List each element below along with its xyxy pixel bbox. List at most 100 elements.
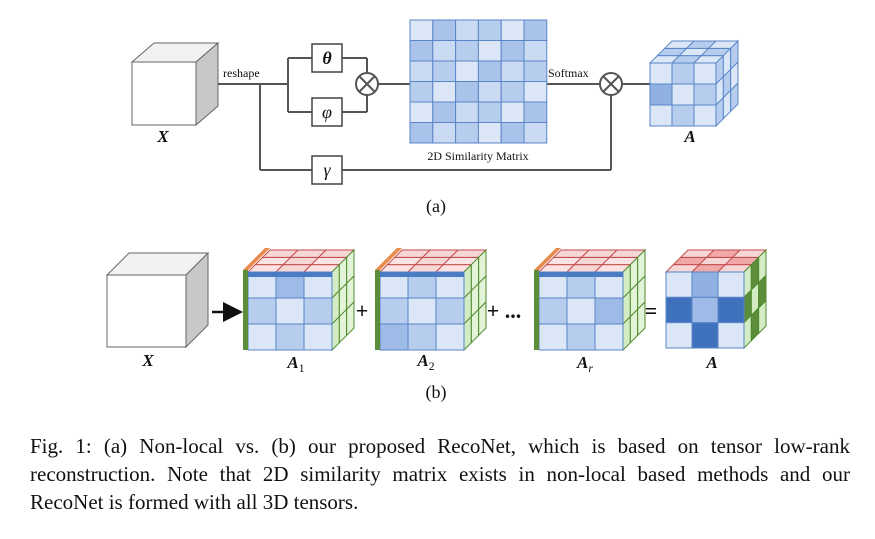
cube-front-cell <box>379 297 409 325</box>
similarity-matrix-label: 2D Similarity Matrix <box>427 149 528 163</box>
cube-front-cell <box>717 322 745 349</box>
matrix-cell <box>500 101 525 123</box>
cube-front-cell <box>649 104 673 127</box>
matrix-cell <box>500 19 525 41</box>
orange-slab <box>243 248 270 270</box>
gamma-label: γ <box>323 160 331 180</box>
orange-slab <box>375 248 402 270</box>
cube-front-cell <box>717 296 745 324</box>
matrix-cell <box>409 81 434 103</box>
cube-front-cell <box>303 297 333 325</box>
plus-sign-2: + ... <box>487 298 522 323</box>
matrix-cell <box>500 40 525 62</box>
term-label-r: Ar <box>576 353 593 375</box>
cube-front-cell <box>275 297 305 325</box>
cube-side-cell <box>346 300 355 337</box>
figure-caption: Fig. 1: (a) Non-local vs. (b) our propos… <box>30 434 850 514</box>
matrix-cell <box>477 101 502 123</box>
cube-front-cell <box>671 62 695 85</box>
matrix-cell <box>500 81 525 103</box>
matrix-cell <box>523 101 548 123</box>
matrix-cell <box>523 81 548 103</box>
cube-front-cell <box>693 62 717 85</box>
cube-side-cell <box>730 81 739 113</box>
rank-cube-r <box>534 248 647 352</box>
matrix-cell <box>477 81 502 103</box>
input-label-b: X <box>141 351 154 370</box>
matrix-cell <box>523 122 548 144</box>
matrix-cell <box>477 19 502 41</box>
matrix-cell <box>455 19 479 41</box>
matrix-cell <box>409 19 434 41</box>
sublabel-a: (a) <box>426 196 446 217</box>
matrix-cell <box>455 40 479 62</box>
cube-front-cell <box>665 322 693 349</box>
multiply-operator-1 <box>355 72 379 96</box>
cube-side-cell <box>637 300 646 337</box>
cube-front-cell <box>594 297 624 325</box>
theta-box <box>311 43 343 73</box>
matrix-cell <box>455 122 479 144</box>
cube-front-cell <box>566 323 596 351</box>
cube-front-cell <box>693 104 717 127</box>
matrix-cell <box>500 60 525 82</box>
cube-front-cell <box>691 296 719 324</box>
phi-box <box>311 97 343 127</box>
input-cube-a <box>130 41 220 127</box>
theta-label: θ <box>322 48 332 68</box>
matrix-cell <box>432 19 457 41</box>
input-cube-b <box>105 251 210 349</box>
cube-front-cell <box>435 323 465 351</box>
cube-front-cell <box>649 83 673 106</box>
matrix-cell <box>409 40 434 62</box>
matrix-cell <box>477 60 502 82</box>
output-cube-a <box>648 39 740 128</box>
cube-front-cell <box>275 323 305 351</box>
cube-front-cell <box>649 62 673 85</box>
matrix-cell <box>523 19 548 41</box>
gamma-box <box>311 155 343 185</box>
front-top-bar <box>380 272 464 277</box>
reshape-label: reshape <box>223 66 260 80</box>
matrix-cell <box>432 81 457 103</box>
matrix-cell <box>455 101 479 123</box>
cube-front-cell <box>566 297 596 325</box>
matrix-cell <box>432 60 457 82</box>
cube-front-cell <box>594 323 624 351</box>
cube-front-cell <box>665 296 693 324</box>
cube-front-cell <box>538 323 568 351</box>
output-cube-b <box>664 248 768 350</box>
multiply-operator-2 <box>599 72 623 96</box>
cube-front-cell <box>247 297 277 325</box>
matrix-cell <box>523 60 548 82</box>
input-label-a: X <box>156 127 169 146</box>
cube-front-cell <box>407 297 437 325</box>
flow-lines-a <box>218 57 650 171</box>
cube-front-cell <box>407 323 437 351</box>
rank-cube-1 <box>243 248 356 352</box>
left-green-bar <box>534 270 539 350</box>
similarity-matrix <box>409 19 548 144</box>
cube-front-cell <box>691 322 719 349</box>
equals-sign: = <box>645 298 658 323</box>
output-label-b: A <box>705 353 717 372</box>
cube-front-cell <box>665 271 693 298</box>
term-label-1: A1 <box>286 353 304 375</box>
left-green-bar <box>243 270 248 350</box>
term-label-2: A2 <box>416 351 434 373</box>
cube-front-cell <box>671 83 695 106</box>
orange-slab <box>534 248 561 270</box>
matrix-cell <box>455 81 479 103</box>
cube-side-cell <box>758 299 767 335</box>
matrix-cell <box>409 101 434 123</box>
matrix-cell <box>432 122 457 144</box>
softmax-label: Softmax <box>548 66 589 80</box>
rank-cube-2 <box>375 248 488 352</box>
matrix-cell <box>523 40 548 62</box>
cube-front-cell <box>671 104 695 127</box>
cube-front-cell <box>435 297 465 325</box>
matrix-cell <box>500 122 525 144</box>
cube-front-cell <box>538 297 568 325</box>
cube-front-cell <box>379 323 409 351</box>
matrix-cell <box>409 122 434 144</box>
